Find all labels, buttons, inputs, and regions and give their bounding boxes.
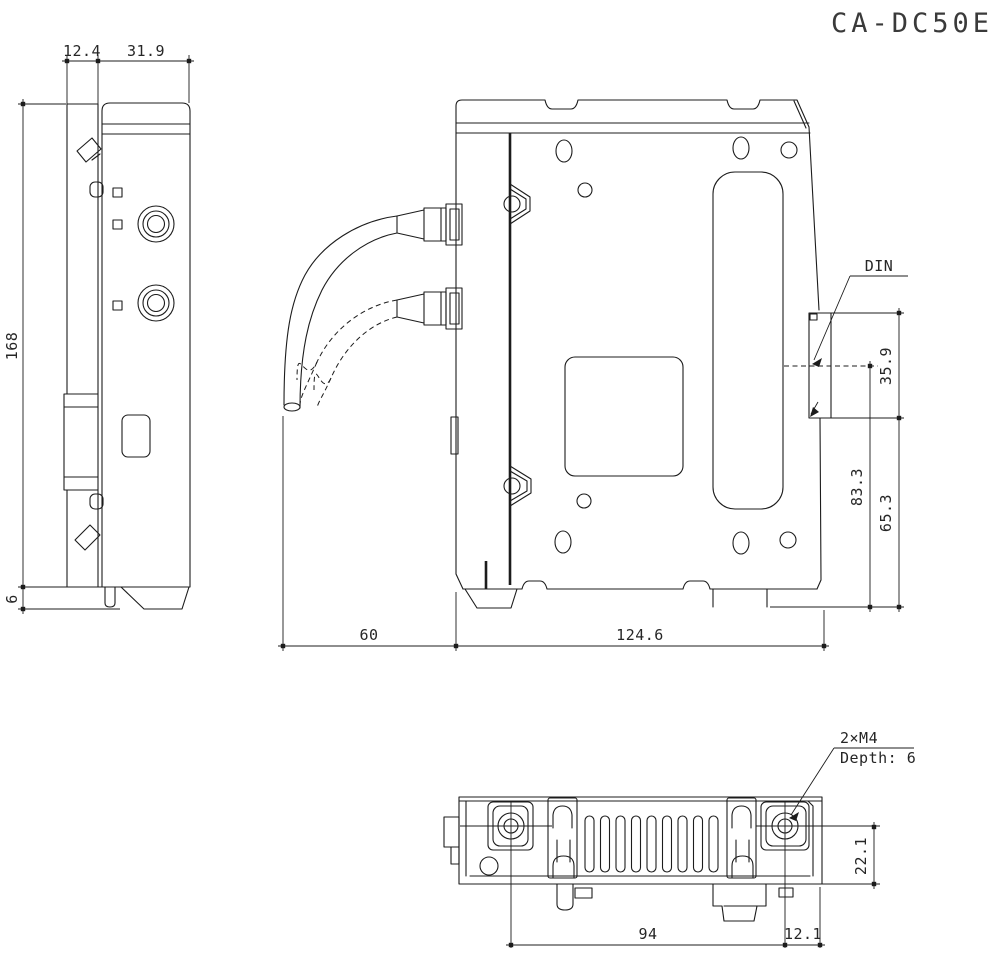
front-notch-hole-lower: [503, 477, 521, 495]
front-top-band: [455, 122, 811, 134]
dim-body-width: 124.6: [616, 626, 664, 644]
side-foot-small: [104, 586, 116, 608]
dim-cable-clearance: 60: [359, 626, 378, 644]
side-rear-plate: [66, 103, 99, 588]
clip-channel-right: [726, 797, 757, 879]
drawing-title: CA-DC50E: [831, 8, 993, 39]
front-view-dimensions: 60 124.6 35.9 83.3 65.3: [278, 308, 904, 651]
front-slot-hole-1: [555, 139, 573, 163]
din-leader: [813, 275, 908, 361]
side-window: [121, 414, 151, 458]
din-rail: DIN: [784, 257, 908, 419]
front-slot-hole-4: [732, 531, 750, 555]
side-foot-large: [120, 586, 190, 610]
front-foot-right: [712, 588, 768, 608]
side-indicator-2: [112, 219, 123, 230]
front-label-plate: [564, 356, 684, 477]
front-hole-small-bottom: [576, 493, 592, 509]
front-bottom-edge: [462, 580, 818, 590]
side-hook-bottom: [74, 524, 101, 551]
front-foot-left: [464, 588, 518, 609]
dim-rear-width: 12.4: [63, 42, 101, 60]
bottom-left-tab-2: [450, 846, 460, 865]
din-rail-lip: [809, 313, 818, 321]
cable-upper: [283, 215, 398, 409]
dim-din-rail-width: 35.9: [877, 347, 895, 385]
front-hole-bottom-right: [779, 531, 797, 549]
dim-screw-to-edge: 12.1: [784, 925, 822, 943]
bottom-view: [443, 796, 880, 922]
front-notch-upper: [509, 183, 531, 225]
side-view-dimensions: 12.4 31.9 168 6: [3, 42, 194, 614]
side-tab-lower: [89, 493, 104, 510]
vent-slots: [584, 815, 719, 873]
side-indicator-1: [112, 187, 123, 198]
side-indicator-3: [112, 300, 123, 311]
side-din-latch: [63, 393, 99, 491]
side-hook-top: [76, 137, 102, 163]
cable-connector-upper: [396, 203, 463, 246]
bottom-tab-left: [574, 887, 593, 899]
dim-front-width: 31.9: [127, 42, 165, 60]
screw-spec-label: 2×M4: [840, 729, 878, 747]
screw-leader-arrowhead: [789, 812, 799, 821]
clip-channel-left: [547, 797, 578, 879]
side-connector-upper: [137, 205, 175, 243]
bottom-left-tab-1: [443, 816, 460, 848]
cable-connector-lower: [396, 287, 463, 330]
bottom-view-dimensions: 94 12.1 22.1 2×M4 Depth: 6: [506, 729, 916, 948]
screw-leader: [790, 747, 914, 816]
front-corner-chamfer-inner: [793, 100, 807, 129]
front-hole-top-right: [780, 141, 798, 159]
front-left-slot: [450, 416, 459, 455]
front-hole-small-top: [577, 182, 593, 198]
cable-assembly: [283, 203, 463, 412]
side-top-band: [101, 123, 191, 135]
front-notch-hole-upper: [503, 195, 521, 213]
bottom-hole: [479, 856, 499, 876]
side-tab-upper: [89, 181, 104, 198]
bottom-pin-left: [556, 883, 574, 911]
front-notch-lower: [509, 465, 532, 507]
screw-depth-label: Depth: 6: [840, 749, 916, 767]
front-slot-hole-2: [732, 136, 750, 160]
dim-screw-spacing: 94: [638, 925, 657, 943]
din-leader-arrowhead: [812, 358, 822, 367]
cable-upper-end: [283, 402, 301, 412]
dim-foot-height: 6: [3, 594, 21, 604]
din-label: DIN: [865, 257, 894, 275]
front-slot-hole-3: [554, 530, 572, 554]
side-body: [66, 102, 191, 588]
din-clip-bottom: [712, 883, 767, 922]
dim-din-center-to-bottom: 83.3: [848, 468, 866, 506]
side-connector-lower: [137, 284, 175, 322]
front-view: [450, 99, 822, 609]
cable-lower-hidden-2: [299, 361, 332, 409]
front-channel-slot: [712, 171, 784, 510]
side-view: [63, 102, 191, 610]
din-latch-arrowhead: [810, 407, 819, 417]
bottom-tab-right: [778, 887, 794, 898]
dim-din-edge-to-bottom: 65.3: [877, 494, 895, 532]
dim-height: 168: [3, 332, 21, 361]
dim-screw-to-back: 22.1: [852, 837, 870, 875]
front-outline: [455, 99, 822, 590]
